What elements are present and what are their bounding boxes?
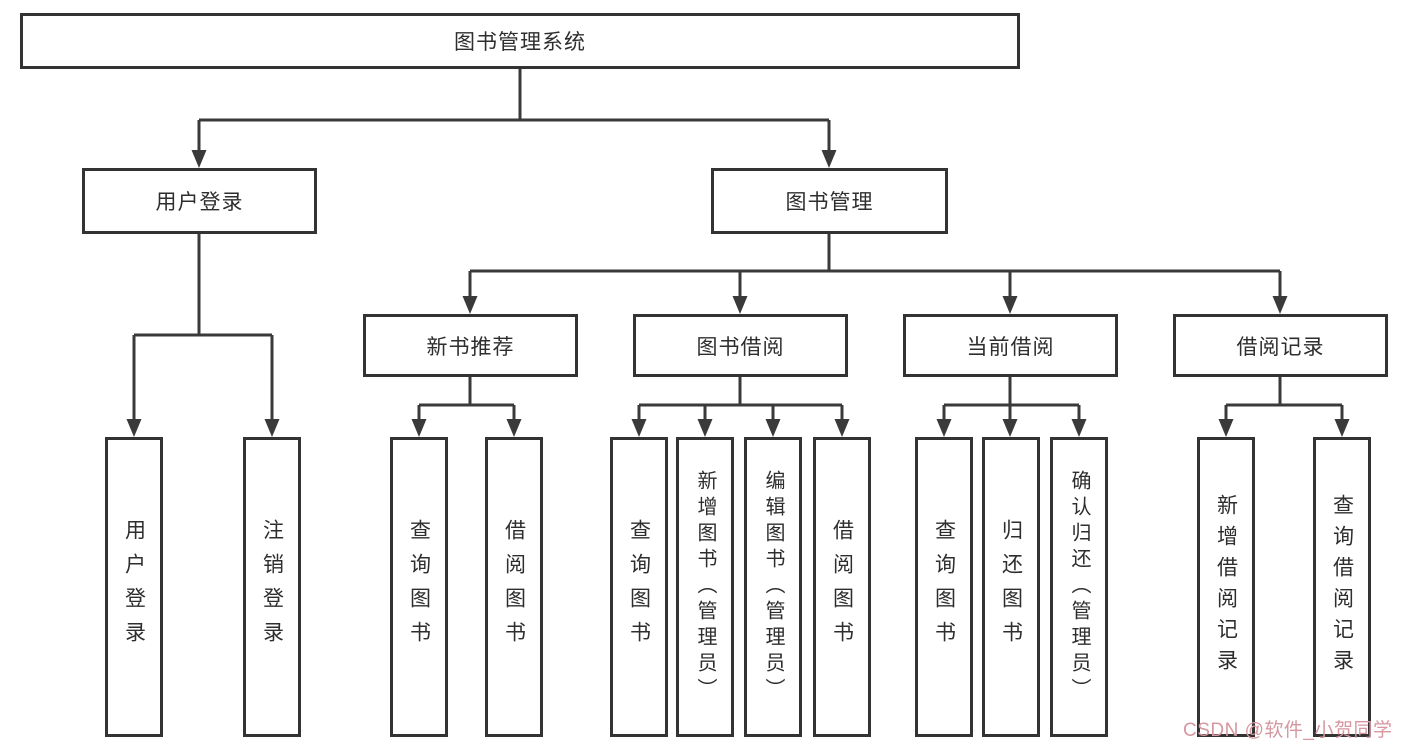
node-current-borrowing-label: 当前借阅 (966, 335, 1055, 359)
node-book-management-label: 图书管理 (785, 191, 874, 214)
node-new-book-recommend: 新书推荐 (363, 314, 578, 377)
node-book-borrowing-label: 图书借阅 (696, 335, 785, 359)
leaf-query-borrow-record-label: 查询借阅记录 (1330, 494, 1354, 680)
leaf-confirm-return-admin: 确认归还（管理员） (1050, 437, 1108, 737)
node-user-login: 用户登录 (82, 168, 317, 234)
node-user-login-label: 用户登录 (155, 191, 244, 214)
leaf-borrowing-query-book-label: 查询图书 (627, 519, 651, 655)
node-borrowing-records-label: 借阅记录 (1236, 335, 1325, 359)
leaf-edit-book-admin: 编辑图书（管理员） (744, 437, 802, 737)
leaf-borrowing-borrow-book: 借阅图书 (813, 437, 871, 737)
leaf-logout: 注销登录 (243, 437, 301, 737)
leaf-return-book-label: 归还图书 (999, 519, 1023, 655)
arrowheads (126, 150, 1350, 437)
leaf-borrowing-borrow-book-label: 借阅图书 (830, 519, 854, 655)
leaf-return-book: 归还图书 (982, 437, 1040, 737)
leaf-query-borrow-record: 查询借阅记录 (1313, 437, 1371, 737)
leaf-user-login: 用户登录 (105, 437, 163, 737)
leaf-add-borrow-record: 新增借阅记录 (1197, 437, 1255, 737)
leaf-borrowing-query-book: 查询图书 (610, 437, 668, 737)
node-book-management: 图书管理 (711, 168, 948, 234)
leaf-edit-book-admin-label: 编辑图书（管理员） (762, 470, 784, 704)
node-borrowing-records: 借阅记录 (1173, 314, 1388, 377)
node-book-borrowing: 图书借阅 (633, 314, 848, 377)
leaf-recommend-borrow-book: 借阅图书 (485, 437, 543, 737)
leaf-current-query-book-label: 查询图书 (932, 519, 956, 655)
leaf-logout-label: 注销登录 (260, 519, 284, 655)
leaf-current-query-book: 查询图书 (915, 437, 973, 737)
leaf-recommend-borrow-book-label: 借阅图书 (502, 519, 526, 655)
node-current-borrowing: 当前借阅 (903, 314, 1118, 377)
csdn-watermark: CSDN @软件_小贺同学 (1183, 720, 1393, 741)
node-root-system: 图书管理系统 (20, 13, 1020, 69)
leaf-add-borrow-record-label: 新增借阅记录 (1214, 494, 1238, 680)
leaf-add-book-admin-label: 新增图书（管理员） (694, 470, 716, 704)
node-new-book-recommend-label: 新书推荐 (426, 335, 515, 359)
leaf-recommend-query-book-label: 查询图书 (407, 519, 431, 655)
leaf-user-login-label: 用户登录 (122, 519, 146, 655)
leaf-confirm-return-admin-label: 确认归还（管理员） (1068, 470, 1090, 704)
node-root-label: 图书管理系统 (454, 31, 586, 54)
leaf-recommend-query-book: 查询图书 (390, 437, 448, 737)
leaf-add-book-admin: 新增图书（管理员） (676, 437, 734, 737)
